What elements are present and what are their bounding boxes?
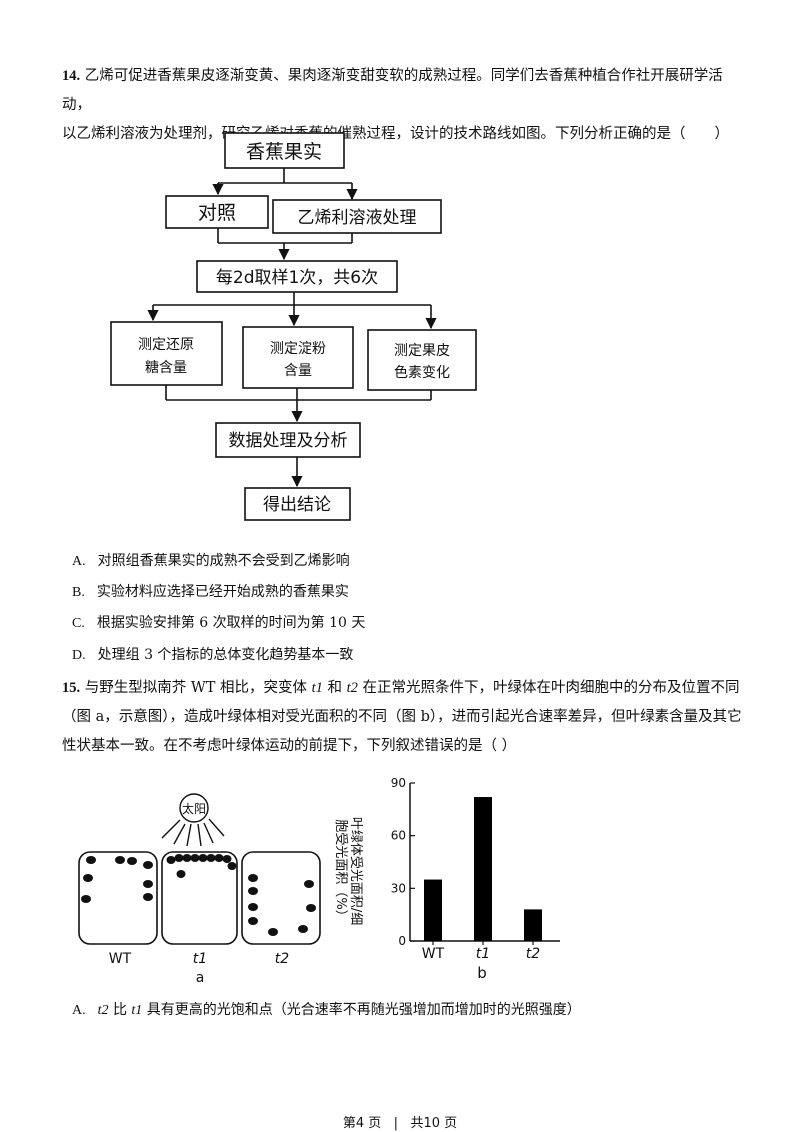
chart-y-tick-label: 30: [391, 881, 406, 895]
option-var-t1: t1: [131, 1003, 143, 1018]
cell-t2: [241, 851, 321, 945]
flow-text-m1-l2: 糖含量: [145, 360, 187, 376]
option-text: 对照组香蕉果实的成熟不会受到乙烯影响: [97, 553, 350, 569]
flow-box-measure-starch: [242, 326, 354, 389]
q14-option-c[interactable]: C. 根据实验安排第 6 次取样的时间为第 10 天: [72, 613, 365, 634]
flow-box-root: [224, 132, 345, 169]
figure-b-caption: b: [477, 964, 487, 982]
chart-ylabel-line1: 叶绿体受光面积/细: [348, 817, 363, 925]
flow-box-treatment: [272, 199, 442, 234]
q15-text-c: 在正常光照条件下，叶绿体在叶肉细胞中的分布及位置不同: [357, 680, 740, 696]
chloroplasts-t2: [248, 874, 316, 936]
chart-bar-t2: [524, 909, 542, 941]
cell-t1: [161, 851, 238, 945]
flow-text-m2-l1: 测定淀粉: [270, 341, 326, 357]
q15-figure-a: 太阳 WT t1 t2 a: [78, 793, 321, 985]
chart-y-tick-label: 60: [391, 829, 406, 843]
q14-option-d[interactable]: D. 处理组 3 个指标的总体变化趋势基本一致: [72, 645, 353, 666]
flow-text-m2-l2: 含量: [284, 363, 312, 379]
chart-bar-wt: [424, 879, 442, 941]
option-letter: A.: [72, 554, 86, 569]
q14-text-1: 乙烯可促进香蕉果皮逐渐变黄、果肉逐渐变甜变软的成熟过程。同学们去香蕉种植合作社开…: [62, 68, 723, 113]
flow-text-sampling: 每2d取样1次，共6次: [216, 268, 378, 288]
flow-box-analysis: [215, 422, 361, 458]
sun-label: 太阳: [182, 801, 206, 816]
cell-label-t2: t2: [275, 951, 289, 967]
option-var-t2: t2: [97, 1003, 109, 1018]
page-footer: 第4 页 | 共10 页: [0, 1112, 800, 1131]
option-letter: C.: [72, 616, 85, 631]
option-text-mid: 比: [108, 1002, 132, 1018]
flow-text-control: 对照: [198, 202, 236, 224]
flow-box-sampling: [196, 260, 398, 293]
flow-text-treatment: 乙烯利溶液处理: [298, 208, 417, 228]
flow-text-root: 香蕉果实: [246, 141, 322, 163]
cell-wt: [78, 851, 158, 945]
flow-text-conclusion: 得出结论: [263, 495, 331, 515]
q15-number: 15.: [62, 680, 81, 696]
page-number: 第4 页: [342, 1116, 382, 1131]
option-text-rest: 具有更高的光饱和点（光合速率不再随光强增加而增加时的光照强度）: [142, 1002, 581, 1018]
q15-stem-line1: 15. 与野生型拟南芥 WT 相比，突变体 t1 和 t2 在正常光照条件下，叶…: [62, 674, 742, 703]
flow-text-m1-l1: 测定还原: [138, 337, 194, 353]
q14-flowchart: 香蕉果实 对照 乙烯利溶液处理 每2d取样1次，共6次 测定还原 糖含量 测定淀…: [110, 132, 477, 521]
flow-box-control: [165, 195, 269, 229]
chart-ylabel-line2: 胞受光面积（%）: [333, 819, 348, 922]
flow-box-measure-sugar: [110, 321, 223, 386]
option-text: 实验材料应选择已经开始成熟的香蕉果实: [96, 584, 349, 600]
option-text: 根据实验安排第 6 次取样的时间为第 10 天: [96, 615, 366, 631]
q15-var-t2: t2: [346, 680, 358, 696]
chloroplasts-wt: [81, 856, 153, 903]
flow-text-m3-l2: 色素变化: [394, 364, 450, 381]
option-letter: A.: [72, 1003, 86, 1018]
q15-option-a[interactable]: A. t2 比 t1 具有更高的光饱和点（光合速率不再随光强增加而增加时的光照强度…: [72, 1000, 581, 1021]
flow-text-analysis: 数据处理及分析: [229, 431, 348, 451]
flow-box-conclusion: [244, 487, 351, 521]
q14-option-a[interactable]: A. 对照组香蕉果实的成熟不会受到乙烯影响: [72, 551, 350, 572]
q15-stem-line3: 性状基本一致。在不考虑叶绿体运动的前提下，下列叙述错误的是（ ）: [62, 738, 517, 754]
option-letter: B.: [72, 585, 85, 600]
sun-icon: [161, 793, 225, 847]
flow-text-m3-l1: 测定果皮: [394, 343, 450, 359]
chart-y-axis-label: 叶绿体受光面积/细 胞受光面积（%）: [333, 817, 363, 925]
q15-stem-line2: （图 a，示意图），造成叶绿体相对受光面积的不同（图 b），进而引起光合速率差异…: [62, 709, 742, 725]
chart-y-tick-label: 90: [391, 776, 406, 790]
q15-stem: 15. 与野生型拟南芥 WT 相比，突变体 t1 和 t2 在正常光照条件下，叶…: [62, 674, 742, 761]
chloroplasts-t1: [166, 854, 237, 878]
chart-x-tick-label: WT: [422, 946, 445, 962]
chart-x-tick-label: t2: [526, 946, 540, 962]
q14-option-b[interactable]: B. 实验材料应选择已经开始成熟的香蕉果实: [72, 582, 349, 603]
q15-text-b: 和: [322, 680, 347, 696]
chart-y-tick-label: 0: [398, 934, 406, 948]
footer-separator: |: [393, 1116, 399, 1131]
q15-var-t1: t1: [311, 680, 323, 696]
chart-x-tick-label: t1: [476, 946, 490, 962]
page-total: 共10 页: [410, 1116, 458, 1131]
option-letter: D.: [72, 648, 86, 663]
q15-text-a: 与野生型拟南芥 WT 相比，突变体: [84, 680, 312, 696]
q14-stem-line1: 14. 乙烯可促进香蕉果皮逐渐变黄、果肉逐渐变甜变软的成熟过程。同学们去香蕉种植…: [62, 62, 742, 120]
option-text: 处理组 3 个指标的总体变化趋势基本一致: [97, 647, 354, 663]
cell-label-wt: WT: [109, 951, 132, 967]
figure-a-caption: a: [196, 970, 205, 985]
q14-number: 14.: [62, 68, 81, 84]
flow-box-measure-pigment: [367, 329, 477, 391]
chart-bar-t1: [474, 797, 492, 941]
cell-label-t1: t1: [193, 951, 207, 967]
